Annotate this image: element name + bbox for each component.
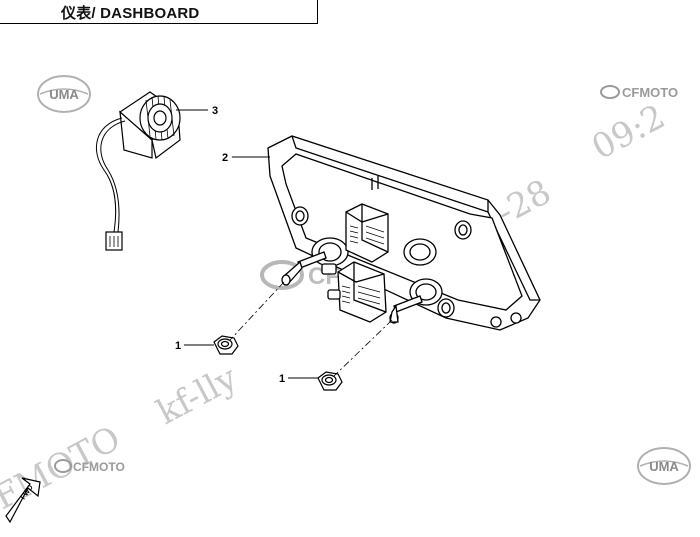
title-box: 仪表/ DASHBOARD (0, 0, 318, 24)
watermark-user: kf-lly (150, 358, 244, 433)
nut-part-left (213, 335, 239, 355)
dashboard-assembly-part (267, 135, 541, 331)
callout-2: 2 (222, 152, 228, 164)
leader-lines (176, 109, 318, 379)
callout-3: 3 (212, 105, 218, 117)
connector-cap-part (95, 91, 181, 251)
svg-text:UMA: UMA (49, 87, 79, 102)
callout-1-right: 1 (279, 373, 285, 385)
cfmoto-logo-top-right: CFMOTO (600, 85, 678, 100)
uma-logo-top-left: UMA (37, 75, 91, 113)
callout-1-left: 1 (175, 340, 181, 352)
uma-logo-bottom-right: UMA (637, 447, 691, 485)
svg-text:CFMOTO: CFMOTO (622, 85, 678, 100)
page-title: 仪表/ DASHBOARD (61, 5, 200, 22)
svg-text:UMA: UMA (649, 459, 679, 474)
assembly-centerlines (229, 281, 393, 377)
nut-part-right (317, 371, 343, 391)
svg-text:CFMOTO: CFMOTO (73, 460, 125, 474)
cfmoto-logo-bottom-left: CFMOTO (54, 459, 125, 474)
watermark-time: 09:2 (585, 97, 671, 168)
